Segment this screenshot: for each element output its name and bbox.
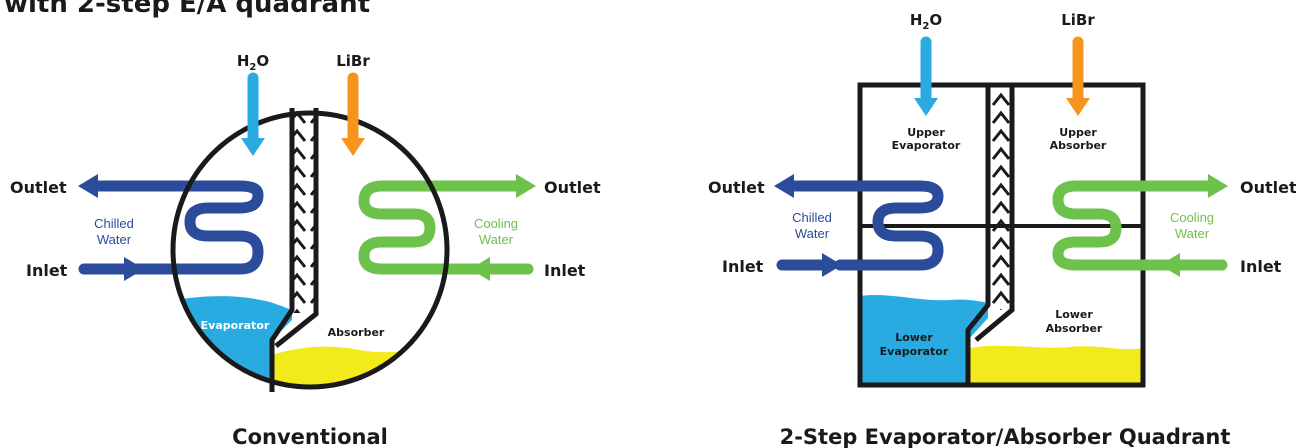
quadrant-h2o-arrow-head bbox=[914, 98, 938, 116]
quadrant-inlet-label-right: Inlet bbox=[1240, 257, 1282, 276]
conventional-caption: Conventional bbox=[232, 425, 388, 448]
inlet-label-left: Inlet bbox=[26, 261, 68, 280]
header-fragment: with 2-step E/A quadrant bbox=[4, 0, 370, 19]
chilled-water-coil bbox=[86, 180, 264, 275]
libr-arrow-head bbox=[341, 138, 365, 156]
quadrant-inlet-arrow-left bbox=[822, 253, 842, 277]
quadrant-cooling-label-2: Water bbox=[1175, 226, 1210, 241]
chilled-label-line2: Water bbox=[97, 232, 132, 247]
quadrant-outlet-label-right: Outlet bbox=[1240, 178, 1296, 197]
partition-wall bbox=[269, 108, 295, 392]
evaporator-label: Evaporator bbox=[201, 319, 270, 332]
quadrant-chilled-coil bbox=[784, 180, 944, 271]
quadrant-outlet-arrow-right bbox=[1208, 174, 1228, 198]
lower-evaporator-liquid bbox=[860, 295, 988, 385]
lower-absorber-label-2: Absorber bbox=[1046, 322, 1103, 335]
upper-evaporator-label-1: Upper bbox=[907, 126, 945, 139]
quadrant-inlet-label-left: Inlet bbox=[722, 257, 764, 276]
inlet-label-right: Inlet bbox=[544, 261, 586, 280]
upper-absorber-label-2: Absorber bbox=[1050, 139, 1107, 152]
quadrant-inlet-arrow-right bbox=[1160, 253, 1180, 277]
cooling-label-line2: Water bbox=[479, 232, 514, 247]
chevron-column bbox=[292, 108, 316, 313]
cooling-water-coil bbox=[358, 180, 526, 275]
quadrant-cooling-coil bbox=[1052, 180, 1218, 271]
quadrant-partition bbox=[965, 85, 991, 385]
cooling-label-line1: Cooling bbox=[474, 216, 518, 231]
libr-label: LiBr bbox=[336, 52, 370, 70]
quadrant-cooling-label-1: Cooling bbox=[1170, 210, 1214, 225]
h2o-arrow-head bbox=[241, 138, 265, 156]
quadrant-chilled-label-2: Water bbox=[795, 226, 830, 241]
quadrant-chilled-label-1: Chilled bbox=[792, 210, 832, 225]
lower-evaporator-label-1: Lower bbox=[895, 331, 933, 344]
lower-absorber-label-1: Lower bbox=[1055, 308, 1093, 321]
quadrant-partition-right bbox=[974, 85, 1015, 342]
partition-wall-right bbox=[274, 108, 319, 348]
absorber-label: Absorber bbox=[328, 326, 385, 339]
lower-absorber-liquid bbox=[970, 345, 1143, 385]
conventional-diagram: H2O LiBr Outlet Inlet Outlet Inlet Chill… bbox=[10, 52, 601, 448]
outlet-label-left: Outlet bbox=[10, 178, 67, 197]
inlet-arrow-left bbox=[124, 257, 144, 281]
outlet-arrow-right bbox=[516, 174, 536, 198]
vessel-circle bbox=[170, 110, 450, 390]
outlet-arrow-left bbox=[78, 174, 98, 198]
quadrant-outlet-arrow-left bbox=[774, 174, 794, 198]
outlet-label-right: Outlet bbox=[544, 178, 601, 197]
upper-evaporator-label-2: Evaporator bbox=[892, 139, 961, 152]
quadrant-box bbox=[857, 82, 1146, 388]
quadrant-outlet-label-left: Outlet bbox=[708, 178, 765, 197]
quadrant-libr-label: LiBr bbox=[1061, 11, 1095, 29]
lower-evaporator-label-2: Evaporator bbox=[880, 345, 949, 358]
quadrant-h2o-label: H2O bbox=[910, 11, 942, 32]
quadrant-diagram: H2O LiBr Upper Evaporator Upper Absorber… bbox=[708, 11, 1296, 448]
chilled-label-line1: Chilled bbox=[94, 216, 134, 231]
quadrant-caption: 2-Step Evaporator/Absorber Quadrant bbox=[780, 425, 1231, 448]
h2o-label: H2O bbox=[237, 52, 269, 73]
inlet-arrow-right bbox=[470, 257, 490, 281]
upper-absorber-label-1: Upper bbox=[1059, 126, 1097, 139]
absorber-liquid bbox=[272, 346, 447, 387]
quadrant-libr-arrow-head bbox=[1066, 98, 1090, 116]
quadrant-chevron-column bbox=[988, 85, 1012, 310]
